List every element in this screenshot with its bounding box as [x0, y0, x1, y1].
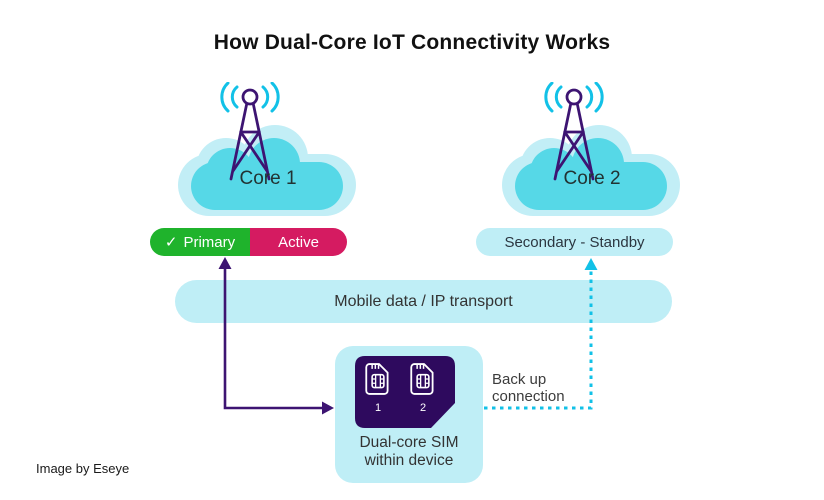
active-status-badge: Active [250, 228, 347, 256]
cell-tower-icon [229, 88, 271, 181]
secondary-status-label: Secondary - Standby [504, 233, 645, 251]
arrowhead-up-icon [218, 257, 232, 269]
cloud-icon [502, 125, 680, 216]
core2-label: Core 2 [563, 168, 621, 189]
sim-slot-2-number: 2 [419, 402, 427, 414]
arrowhead-up-icon [584, 258, 598, 270]
sim-slot-1: 1 [364, 363, 392, 414]
radio-waves-icon [544, 82, 604, 113]
primary-status-badge: ✓ Primary [150, 228, 250, 256]
cell-tower-icon [553, 88, 595, 181]
transport-bar: Mobile data / IP transport [175, 280, 672, 323]
sim-device-box: 1 2 Dual-core SIM within device [335, 346, 483, 483]
sim-slot-2: 2 [409, 363, 437, 414]
core2-cloud-tower-graphic [502, 82, 680, 216]
arrowhead-right-icon [322, 401, 334, 415]
radio-waves-icon [220, 82, 280, 113]
cloud-icon [178, 125, 356, 216]
sim-chip-icon [410, 363, 434, 395]
backup-connection-label: Back up connection [492, 371, 565, 405]
backup-label-line1: Back up [492, 371, 547, 388]
sim-caption-line2: within device [364, 452, 454, 469]
sim-chip-icon [365, 363, 389, 395]
backup-label-line2: connection [492, 388, 565, 405]
page-title: How Dual-Core IoT Connectivity Works [213, 31, 611, 54]
check-icon: ✓ [164, 234, 178, 251]
transport-label: Mobile data / IP transport [334, 292, 513, 310]
sim-device-caption: Dual-core SIM within device [335, 434, 483, 470]
dual-sim-card-icon: 1 2 [355, 356, 455, 428]
active-status-label: Active [278, 233, 319, 251]
attribution-text: Image by Eseye [36, 461, 130, 476]
core1-label: Core 1 [239, 168, 297, 189]
primary-status-label: Primary [183, 233, 236, 251]
core1-status-pill: ✓ Primary Active [150, 228, 347, 256]
sim-caption-line1: Dual-core SIM [359, 434, 459, 451]
sim-slot-1-number: 1 [374, 402, 382, 414]
core1-cloud-tower-graphic [178, 82, 356, 216]
core2-status-pill: Secondary - Standby [476, 228, 673, 256]
